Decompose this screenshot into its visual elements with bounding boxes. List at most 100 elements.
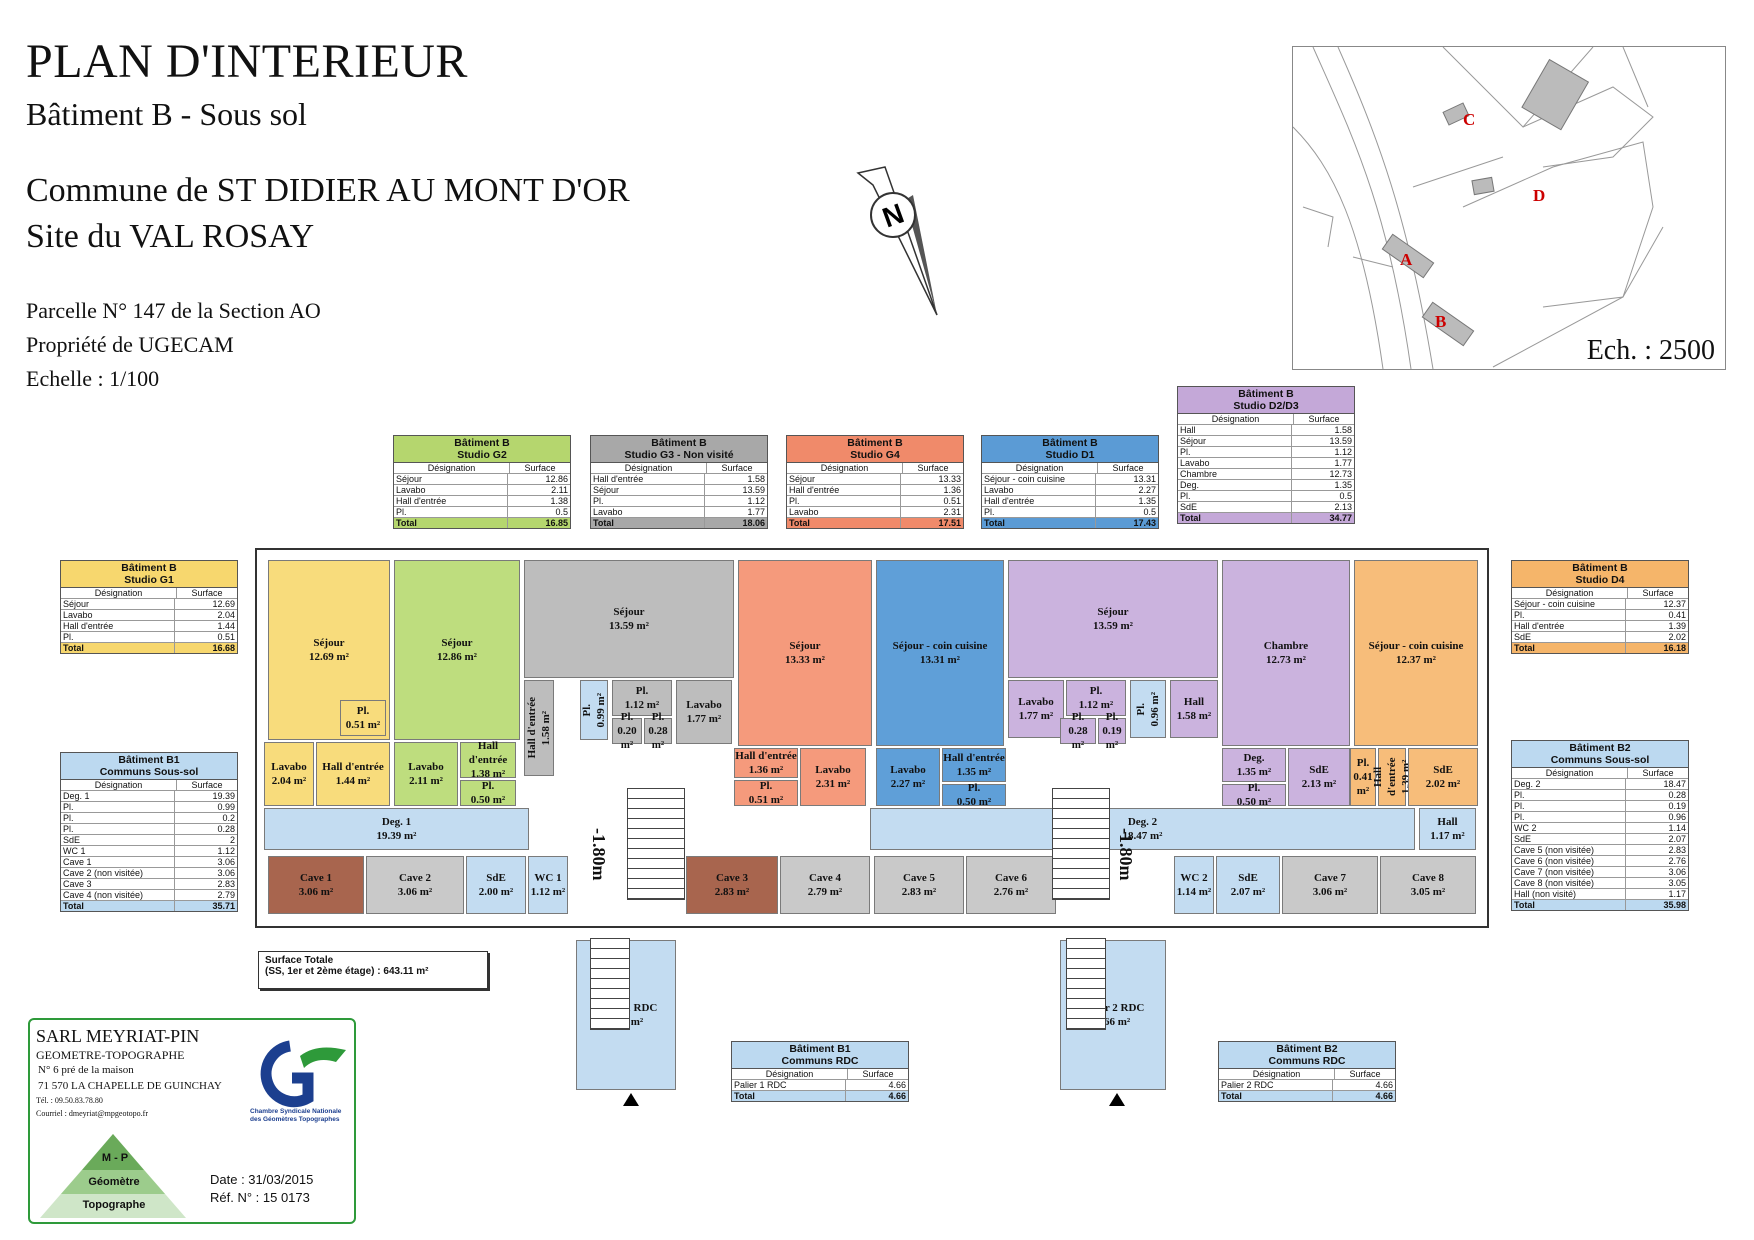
table-row: Pl.0.19 bbox=[1512, 801, 1688, 812]
plan-reference: Réf. N° : 15 0173 bbox=[210, 1190, 310, 1205]
commune-label: Commune de ST DIDIER AU MONT D'OR bbox=[26, 172, 630, 209]
map-scale: Ech. : 2500 bbox=[1586, 335, 1715, 366]
north-arrow-icon: N bbox=[856, 166, 938, 316]
company-address1: N° 6 pré de la maison bbox=[38, 1064, 134, 1076]
table-row: Cave 4 (non visitée)2.79 bbox=[61, 890, 237, 901]
level-label-1: -1.80m bbox=[589, 828, 609, 881]
room-g2-pl: Pl.0.50 m² bbox=[460, 780, 516, 806]
room-g3-pl: Pl.1.12 m² bbox=[612, 680, 672, 716]
table-row: Pl.1.12 bbox=[591, 496, 767, 507]
table-row: Pl.0.51 bbox=[61, 632, 237, 643]
table-row: Pl.0.5 bbox=[1178, 491, 1354, 502]
location-map: C D A B Ech. : 2500 bbox=[1292, 46, 1726, 370]
room-d1-pl: Pl.0.50 m² bbox=[942, 782, 1006, 808]
geometres-logo-icon bbox=[260, 1040, 346, 1108]
stairs-2 bbox=[1052, 788, 1110, 900]
table-row: Pl.0.28 bbox=[1512, 790, 1688, 801]
company-address2: 71 570 LA CHAPELLE DE GUINCHAY bbox=[38, 1080, 222, 1092]
pyramid-mid-label: Géomètre bbox=[88, 1176, 140, 1188]
room-pl096: Pl.0.96 m² bbox=[1130, 680, 1166, 738]
pyramid-bottom-label: Topographe bbox=[82, 1199, 146, 1211]
propriete-label: Propriété de UGECAM bbox=[26, 332, 234, 357]
entry-arrow-2-icon bbox=[1109, 1093, 1125, 1106]
map-label-a: A bbox=[1400, 250, 1413, 269]
company-cartouche: SARL MEYRIAT-PIN GEOMETRE-TOPOGRAPHE N° … bbox=[28, 1018, 356, 1224]
company-tel: Tél. : 09.50.83.78.80 bbox=[36, 1096, 103, 1105]
mp-pyramid-icon bbox=[40, 1134, 186, 1218]
site-label: Site du VAL ROSAY bbox=[26, 218, 315, 255]
parcelle-label: Parcelle N° 147 de la Section AO bbox=[26, 298, 321, 323]
map-label-b: B bbox=[1435, 312, 1446, 331]
room-d2-pl: Pl.1.12 m² bbox=[1066, 680, 1126, 716]
table-row: Pl.0.96 bbox=[1512, 812, 1688, 823]
room-g1-pl: Pl.0.51 m² bbox=[340, 700, 386, 736]
room-d3-deg: Deg.1.35 m² bbox=[1222, 748, 1286, 782]
table-row: Pl.1.12 bbox=[1178, 447, 1354, 458]
surface-totale-box: Surface Totale (SS, 1er et 2ème étage) :… bbox=[258, 951, 488, 989]
table-row: Pl.0.41 bbox=[1512, 610, 1688, 621]
table-row: Pl.0.51 bbox=[787, 496, 963, 507]
